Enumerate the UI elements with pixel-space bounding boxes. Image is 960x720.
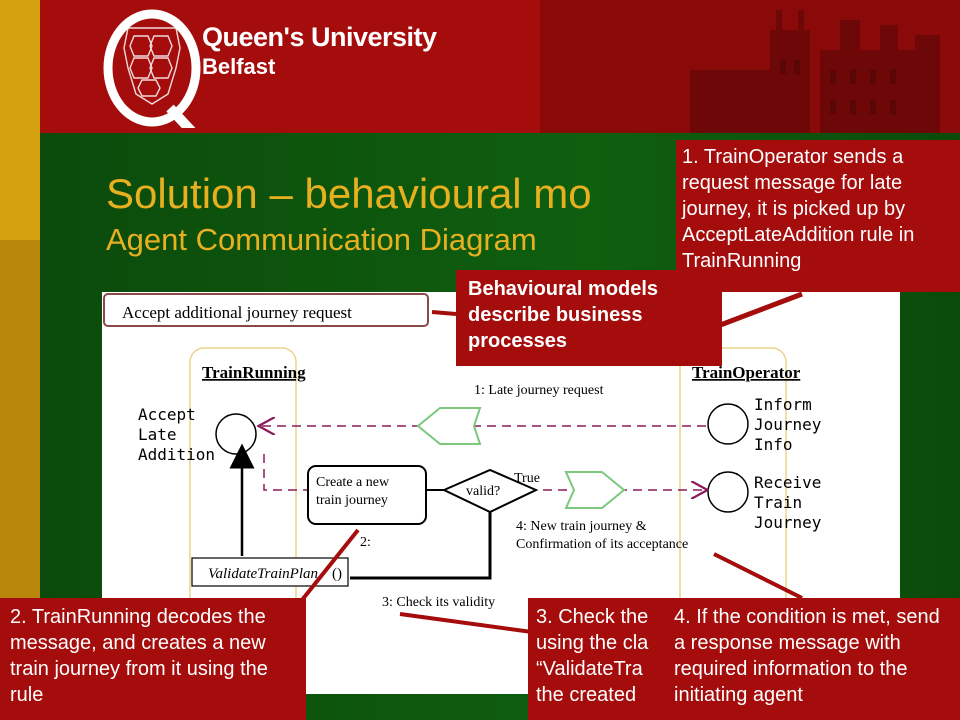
message-4-envelope-icon [564, 471, 626, 509]
behavioural-pointer [431, 310, 457, 316]
logo-name-line1: Queen's University [202, 22, 437, 52]
diagram-frame-label: Accept additional journey request [122, 303, 352, 322]
logo-name-line2: Belfast [202, 54, 276, 79]
agent-trainrunning: TrainRunning [202, 363, 306, 382]
slide-subtitle: Agent Communication Diagram [106, 222, 537, 257]
agent-trainoperator: TrainOperator [692, 363, 801, 382]
callout-behavioural-models: Behavioural models describe business pro… [456, 270, 722, 366]
decision-true-label: True [514, 471, 540, 486]
callout-4-pointer [713, 552, 803, 600]
rule-left-label-3: Addition [138, 445, 215, 464]
decision-label: valid? [466, 484, 500, 499]
message-4-line [263, 454, 706, 490]
message-4-label-2: Confirmation of its acceptance [516, 537, 688, 552]
message-1-envelope-icon [416, 407, 482, 445]
message-1-label: 1: Late journey request [474, 383, 604, 398]
callout-step-4: 4. If the condition is met, send a respo… [666, 598, 960, 720]
action-box-line-2: train journey [316, 493, 388, 508]
message-2-label: 2: [360, 535, 371, 550]
callout-step-3: 3. Check the using the cla “ValidateTra … [528, 598, 676, 720]
check-validity-line [350, 512, 492, 580]
rule-right1-label-1: Inform [754, 395, 812, 414]
rule-right2-label-1: Receive [754, 473, 821, 492]
rule-receive-train-journey [707, 471, 749, 513]
rule-accept-late-addition [215, 413, 257, 455]
validate-train-plan-suffix: () [332, 566, 342, 582]
rule-right2-label-3: Journey [754, 513, 822, 532]
validate-train-plan-label: ValidateTrainPlan [208, 566, 318, 582]
rule-right1-label-3: Info [754, 435, 793, 454]
action-box-line-1: Create a new [316, 475, 390, 490]
rule-left-label-1: Accept [138, 405, 196, 424]
rule-right2-label-2: Train [754, 493, 802, 512]
callout-2-pointer [300, 528, 360, 602]
slide-title: Solution – behavioural mo [106, 170, 592, 217]
callout-3-line-1: 3. Check the [536, 606, 649, 628]
message-3-label: 3: Check its validity [382, 595, 495, 610]
callout-3-line-4: the created [536, 684, 637, 706]
decision-diamond [441, 468, 539, 514]
callout-step-1: 1. TrainOperator sends a request message… [676, 140, 960, 292]
message-4-label-1: 4: New train journey & [516, 519, 647, 534]
rule-left-label-2: Late [138, 425, 177, 444]
rule-inform-journey-info [707, 403, 749, 445]
callout-step-2: 2. TrainRunning decodes the message, and… [0, 598, 306, 720]
create-journey-action-box [307, 465, 427, 525]
callout-3-pointer [399, 612, 533, 634]
diagram-frame-label-box [103, 293, 429, 327]
rule-right1-label-2: Journey [754, 415, 822, 434]
university-logo-icon [103, 9, 201, 128]
header-banner: Queen's University Belfast [40, 0, 960, 133]
callout-3-line-3: “ValidateTra [536, 658, 643, 680]
castle-silhouette-icon [540, 0, 960, 133]
callout-3-line-2: using the cla [536, 632, 649, 654]
